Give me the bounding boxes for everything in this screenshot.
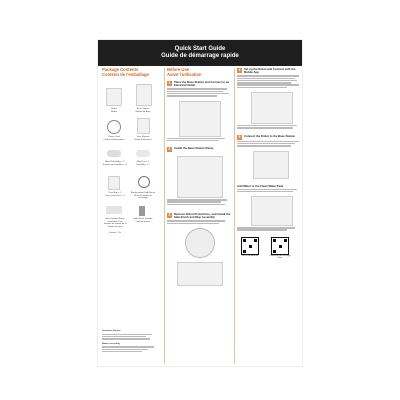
- screws-label: Screws / Vis: [109, 232, 121, 234]
- step-1-text: Place the Base Station and Connect to an…: [174, 80, 230, 88]
- before-title-en: Before Use: [167, 67, 190, 72]
- recycle-title: Battery recycling: [102, 342, 120, 345]
- package-title-en: Package Contents: [102, 67, 139, 72]
- robot-image: [106, 88, 122, 106]
- step-1-number: 1: [167, 81, 172, 87]
- title-en: Quick Start Guide: [174, 46, 226, 52]
- step-3-number: 3: [167, 213, 172, 219]
- app-qr-area: Get it on Android Download on the App St…: [237, 236, 303, 267]
- water-tank-title: Add Water to the Clean Water Tank: [237, 183, 284, 188]
- dust-bag-image: [108, 176, 120, 190]
- android-qr-code[interactable]: [241, 236, 259, 255]
- step-4: 4 Set up the Robot and Connect with the …: [237, 67, 303, 75]
- step-2-number: 2: [167, 147, 172, 153]
- customer-service-block: Customer Service Battery recycling: [102, 330, 158, 353]
- package-contents-column: Package Contents Contenu de l'emballage …: [102, 67, 158, 364]
- user-manual-image: [137, 118, 150, 134]
- step-2-diagram: [177, 156, 223, 199]
- package-title-fr: Contenu de l'emballage: [102, 71, 149, 77]
- power-cord-image: [107, 120, 121, 134]
- header-bar: Quick Start Guide Guide de démarrage rap…: [98, 40, 302, 66]
- android-qr-label: Get it on Android: [241, 254, 259, 257]
- step-3-mop-diagram: [177, 262, 223, 287]
- step-3: 3 Remove Robot Protections, and Install …: [167, 212, 233, 220]
- before-use-column: Before Use Avant l'utilisation 1 Place t…: [164, 67, 233, 364]
- step-4-diagram: [251, 92, 293, 125]
- mop-holder-image: [107, 150, 121, 157]
- brush-installer-image: [139, 206, 145, 216]
- step-1: 1 Place the Base Station and Connect to …: [167, 80, 233, 88]
- step-5: 5 Connect the Robot to the Base Station: [237, 133, 303, 140]
- water-tank-diagram: [251, 196, 293, 227]
- step-3-robot-diagram: [185, 228, 215, 259]
- before-title-fr: Avant l'utilisation: [167, 71, 202, 77]
- setup-column: 4 Set up the Robot and Connect with the …: [234, 67, 303, 364]
- quick-start-sheet: Quick Start Guide Guide de démarrage rap…: [98, 40, 302, 366]
- customer-service-title: Customer Service: [102, 330, 121, 332]
- title-fr: Guide de démarrage rapide: [161, 53, 239, 59]
- step-3-text: Remove Robot Protections, and Install th…: [174, 212, 231, 220]
- base-station-image: [136, 84, 152, 106]
- step-5-text: Connect the Robot to the Base Station: [244, 133, 296, 138]
- side-brush-image: [138, 176, 150, 188]
- step-1-diagram: [179, 100, 221, 137]
- ramp-pad-image: [106, 206, 122, 214]
- step-5-number: 5: [237, 134, 242, 140]
- mop-pad-image: [136, 150, 150, 157]
- step-4-text: Set up the Robot and Connect with the Mo…: [244, 67, 296, 75]
- ios-qr-label: Download on the App Store: [269, 254, 291, 260]
- step-2-text: Install the Base Station Ramp: [174, 146, 214, 151]
- step-4-number: 4: [237, 68, 242, 73]
- step-5-diagram: [253, 150, 289, 179]
- step-2: 2 Install the Base Station Ramp: [167, 146, 233, 153]
- ios-qr-code[interactable]: [271, 236, 289, 255]
